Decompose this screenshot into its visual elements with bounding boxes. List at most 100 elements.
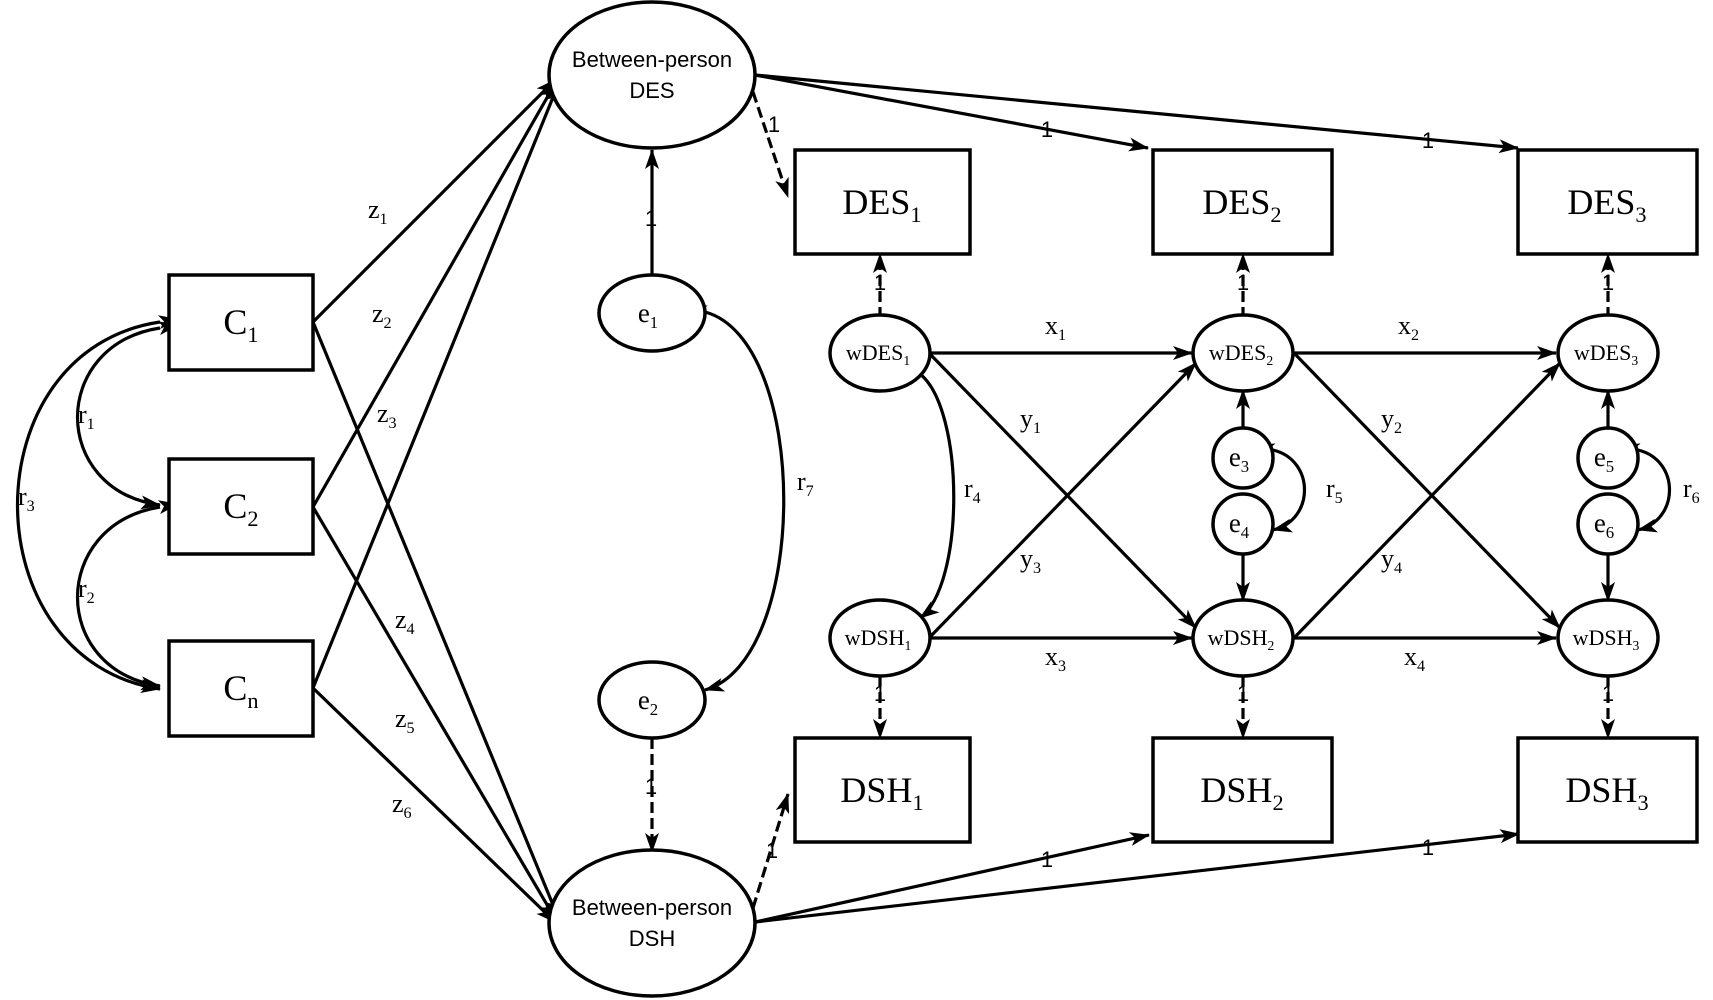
node-e5: [1576, 426, 1640, 490]
edges: [16, 73, 1671, 924]
label-e1: e1: [638, 298, 658, 332]
node-dsh3: [1516, 736, 1699, 844]
load-bdes-des1: [751, 91, 790, 198]
label-z3: z3: [377, 399, 397, 432]
label-r3: r3: [18, 482, 35, 515]
node-bdes: [547, 0, 757, 150]
load-bdsh-dsh1: [751, 793, 790, 909]
label-r6: r6: [1683, 474, 1700, 507]
label-wdsh2: wDSH2: [1208, 625, 1275, 653]
node-cn: [167, 639, 315, 738]
loading-e1-bdes: 1: [645, 206, 657, 231]
loading-bdsh-dsh2: 1: [1041, 847, 1053, 872]
node-wdsh3: [1556, 598, 1660, 678]
label-wdsh3: wDSH3: [1573, 625, 1640, 653]
node-e3: [1211, 426, 1275, 490]
label-r2: r2: [78, 574, 95, 607]
label-r5: r5: [1326, 474, 1343, 507]
label-bdes-line2: DES: [629, 78, 674, 103]
label-c1: C1: [223, 302, 258, 347]
label-r7: r7: [797, 467, 814, 500]
node-des3: [1516, 148, 1699, 256]
label-bdsh-line1: Between-person: [572, 895, 732, 920]
label-x2: x2: [1398, 311, 1419, 344]
path-y3: [927, 361, 1198, 640]
node-wdes2: [1191, 313, 1295, 393]
loading-wdsh3-dsh3: 1: [1602, 681, 1614, 706]
label-wdes3: wDES3: [1574, 340, 1638, 368]
path-y1: [927, 351, 1198, 630]
path-c1-bdes: [311, 78, 557, 324]
loading-e2-bdsh: 1: [645, 774, 657, 799]
label-y1: y1: [1020, 404, 1041, 437]
label-e3: e3: [1229, 442, 1249, 476]
label-z4: z4: [395, 605, 415, 638]
node-wdsh2: [1191, 598, 1295, 678]
path-c2-bdsh: [311, 506, 558, 921]
corr-c1-cn: [16, 315, 179, 694]
load-bdes-des2: [754, 73, 1149, 152]
path-cn-bdes: [311, 84, 560, 689]
corr-e3-e4: [1254, 443, 1306, 533]
corr-e1-e2: [686, 305, 786, 692]
label-e6: e6: [1594, 508, 1614, 542]
loading-bdes-des3: 1: [1422, 128, 1434, 153]
label-wdsh1: wDSH1: [845, 625, 912, 653]
label-r1: r1: [78, 400, 95, 433]
corr-wdes1-wdsh1: [905, 362, 956, 620]
label-des2: DES2: [1202, 182, 1281, 227]
label-c2: C2: [223, 486, 258, 531]
label-wdes2: wDES2: [1209, 340, 1273, 368]
label-wdes1: wDES1: [846, 340, 910, 368]
node-labels: C1 C2 Cn Between-person DES Between-pers…: [223, 47, 1648, 951]
node-dsh1: [793, 736, 972, 844]
label-bdes-line1: Between-person: [572, 47, 732, 72]
label-x3: x3: [1045, 642, 1066, 675]
load-bdsh-dsh2: [754, 832, 1150, 924]
corr-e5-e6: [1619, 443, 1671, 533]
node-e4: [1211, 492, 1275, 556]
node-c2: [167, 457, 315, 556]
label-e5: e5: [1594, 442, 1614, 476]
node-e1: [597, 273, 707, 353]
load-bdes-des3: [754, 73, 1519, 154]
label-x4: x4: [1404, 642, 1425, 675]
loading-bdes-des2: 1: [1041, 117, 1053, 142]
path-cn-bdsh: [311, 686, 557, 924]
label-y2: y2: [1381, 404, 1402, 437]
label-x1: x1: [1045, 311, 1066, 344]
loading-bdsh-dsh3: 1: [1422, 835, 1434, 860]
node-des2: [1151, 148, 1334, 256]
label-r4: r4: [964, 474, 981, 507]
corr-c2-cn: [75, 500, 179, 691]
path-c2-bdes: [311, 81, 558, 508]
path-c1-bdsh: [311, 321, 560, 918]
label-z5: z5: [395, 704, 415, 737]
node-e2: [597, 660, 707, 740]
node-c1: [167, 273, 315, 372]
node-e6: [1576, 492, 1640, 556]
label-e4: e4: [1229, 508, 1250, 542]
loading-wdes3-des3: 1: [1602, 270, 1614, 295]
path-labels: z1 z2 z3 z4 z5 z6 r1 r2 r3 r4 r5 r6 r7 x…: [18, 112, 1700, 872]
node-bdsh: [547, 848, 757, 998]
loading-wdsh1-dsh1: 1: [874, 681, 886, 706]
label-z2: z2: [372, 299, 392, 332]
label-bdsh-line2: DSH: [629, 926, 675, 951]
label-y3: y3: [1020, 544, 1041, 577]
label-des1: DES1: [842, 182, 921, 227]
label-z6: z6: [392, 789, 412, 822]
node-des1: [793, 148, 972, 256]
loading-wdes1-des1: 1: [874, 270, 886, 295]
label-des3: DES3: [1567, 182, 1646, 227]
node-wdsh1: [828, 598, 932, 678]
loading-wdsh2-dsh2: 1: [1237, 681, 1249, 706]
label-dsh2: DSH2: [1200, 770, 1283, 815]
path-y4: [1292, 361, 1562, 640]
node-dsh2: [1151, 736, 1334, 844]
label-dsh1: DSH1: [840, 770, 923, 815]
load-bdsh-dsh3: [754, 829, 1520, 924]
loading-bdsh-dsh1: 1: [766, 838, 778, 863]
nodes: [167, 0, 1699, 998]
